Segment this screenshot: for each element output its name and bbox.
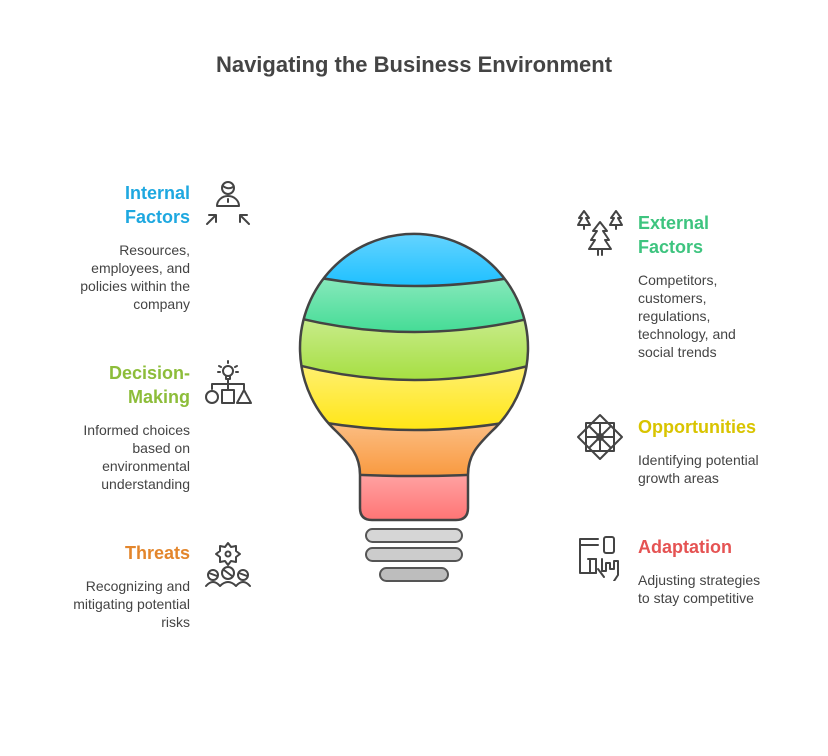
trees-icon <box>577 210 623 256</box>
person-arrows-icon <box>206 181 250 225</box>
devices-hand-icon <box>579 536 619 581</box>
band-divider <box>300 361 528 382</box>
item-title: Adaptation <box>638 537 732 557</box>
band-decision-shade <box>300 316 528 380</box>
item-description: Competitors,customers,regulations,techno… <box>638 272 736 360</box>
idea-hierarchy-icon <box>205 360 252 404</box>
item-title: Opportunities <box>638 417 756 437</box>
bulb-screw-3 <box>379 567 449 582</box>
star-pattern-icon <box>577 414 623 460</box>
item-title: Decision-Making <box>108 363 190 407</box>
band-opportunities-shade <box>300 363 528 430</box>
bulb-screw-1 <box>365 528 463 543</box>
band-external-shade <box>300 272 528 332</box>
item-title: Threats <box>124 543 190 563</box>
bulb-screw-2 <box>365 547 463 562</box>
virus-people-icon <box>205 542 251 587</box>
band-divider <box>300 314 528 334</box>
page-title: Navigating the Business Environment <box>215 52 613 77</box>
